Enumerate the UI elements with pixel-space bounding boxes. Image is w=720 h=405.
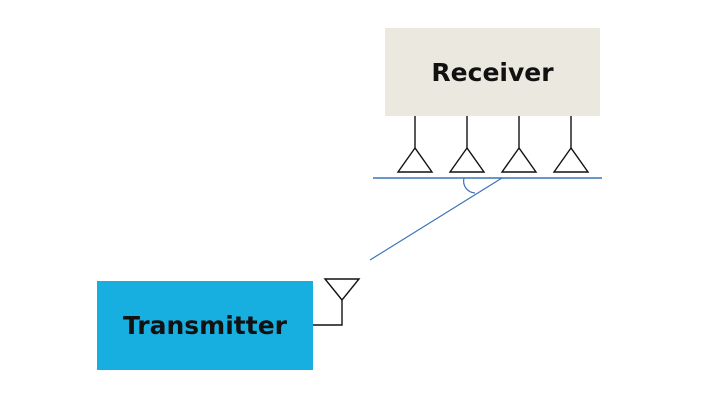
antenna-icon bbox=[500, 116, 538, 173]
transmitter-block: Transmitter bbox=[97, 281, 313, 370]
receiver-block: Receiver bbox=[385, 28, 600, 116]
antenna-icon bbox=[396, 116, 434, 173]
antenna-icon bbox=[552, 116, 590, 173]
signal-ray-line bbox=[369, 177, 503, 261]
transmitter-label: Transmitter bbox=[123, 311, 287, 340]
transmitter-antenna-icon bbox=[313, 278, 361, 326]
angle-arc-icon bbox=[463, 177, 476, 194]
receiver-antenna-array bbox=[396, 116, 590, 173]
antenna-icon bbox=[448, 116, 486, 173]
receiver-label: Receiver bbox=[431, 57, 554, 87]
